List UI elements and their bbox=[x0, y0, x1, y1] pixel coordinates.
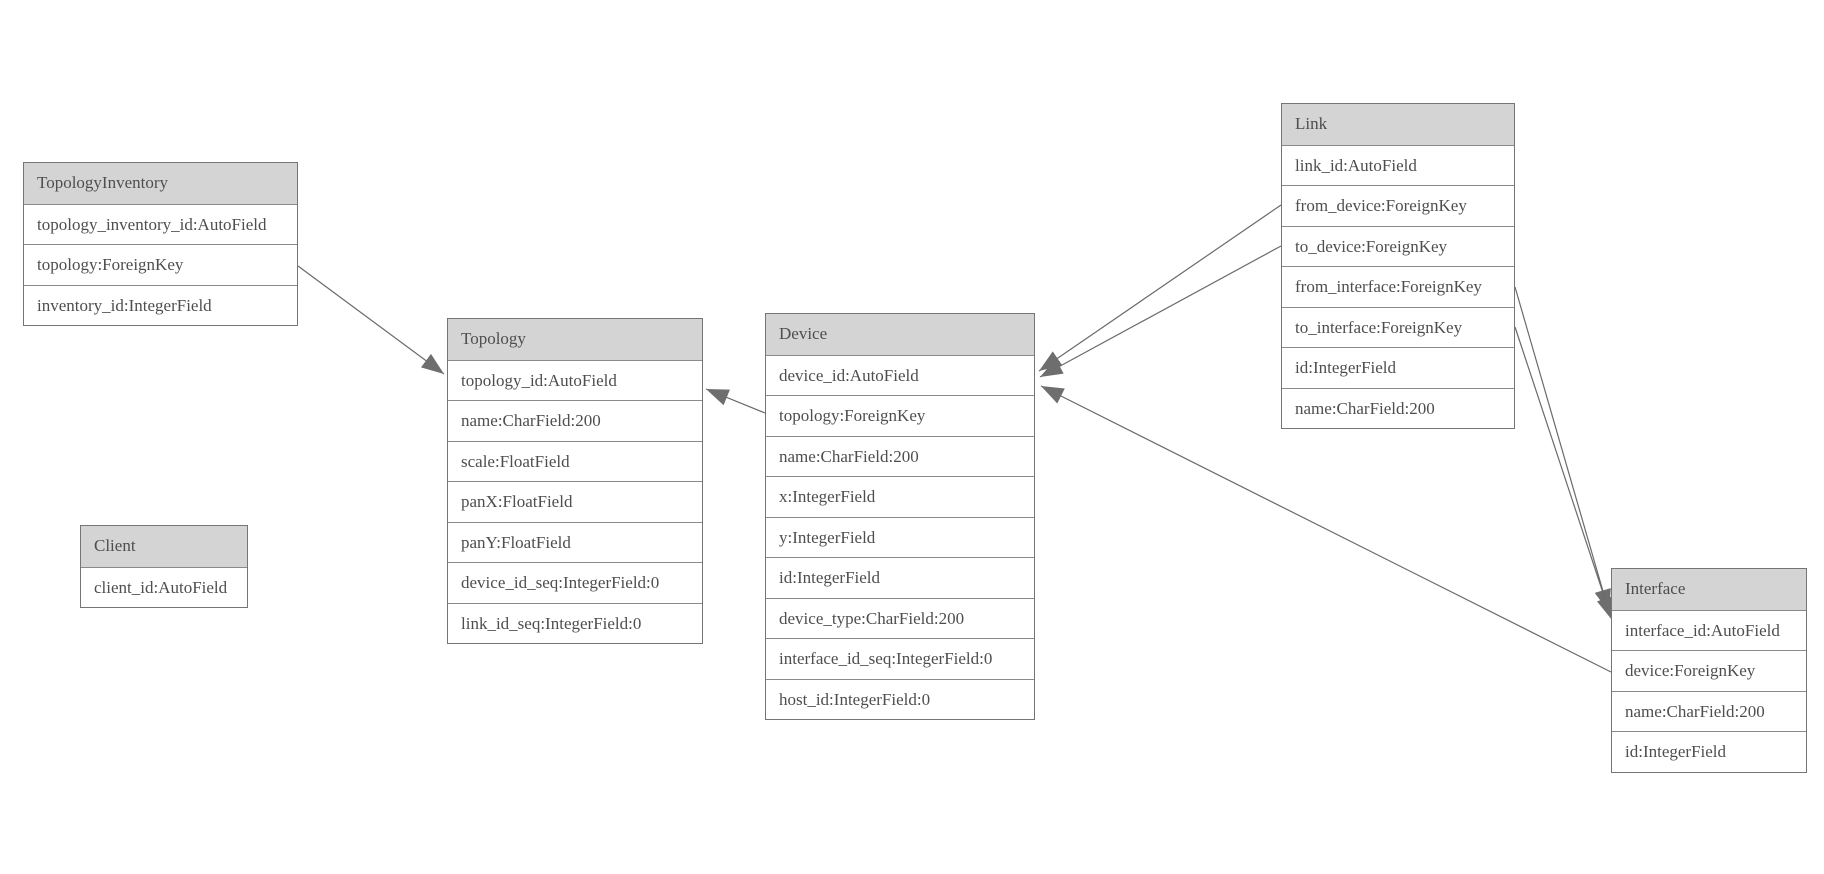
field-row: panY:FloatField bbox=[448, 521, 702, 562]
field-row: to_interface:ForeignKey bbox=[1282, 306, 1514, 347]
entity-device-title: Device bbox=[766, 314, 1034, 355]
field-row: client_id:AutoField bbox=[81, 566, 247, 607]
field-row: topology:ForeignKey bbox=[24, 244, 297, 285]
field-row: id:IntegerField bbox=[766, 557, 1034, 598]
field-row: panX:FloatField bbox=[448, 481, 702, 522]
field-row: device_id:AutoField bbox=[766, 354, 1034, 395]
edge-link-todevice-device bbox=[1039, 245, 1282, 378]
entity-client: Client client_id:AutoField bbox=[80, 525, 248, 608]
edge-interface-device bbox=[1040, 385, 1612, 673]
field-row: to_device:ForeignKey bbox=[1282, 225, 1514, 266]
edge-link-tointerface-interface bbox=[1514, 326, 1613, 621]
edge-topologyinventory-topology bbox=[297, 265, 445, 375]
entity-interface-title: Interface bbox=[1612, 569, 1806, 610]
field-row: id:IntegerField bbox=[1612, 731, 1806, 772]
entity-device: Device device_id:AutoField topology:Fore… bbox=[765, 313, 1035, 720]
field-row: x:IntegerField bbox=[766, 476, 1034, 517]
field-row: topology_id:AutoField bbox=[448, 359, 702, 400]
field-row: topology:ForeignKey bbox=[766, 395, 1034, 436]
field-row: name:CharField:200 bbox=[1282, 387, 1514, 428]
field-row: name:CharField:200 bbox=[448, 400, 702, 441]
field-row: device:ForeignKey bbox=[1612, 650, 1806, 691]
entity-topology-inventory: TopologyInventory topology_inventory_id:… bbox=[23, 162, 298, 326]
entity-interface: Interface interface_id:AutoField device:… bbox=[1611, 568, 1807, 773]
field-row: device_id_seq:IntegerField:0 bbox=[448, 562, 702, 603]
entity-topology: Topology topology_id:AutoField name:Char… bbox=[447, 318, 703, 644]
field-row: host_id:IntegerField:0 bbox=[766, 678, 1034, 719]
entity-client-title: Client bbox=[81, 526, 247, 567]
entity-topology-title: Topology bbox=[448, 319, 702, 360]
field-row: y:IntegerField bbox=[766, 516, 1034, 557]
field-row: topology_inventory_id:AutoField bbox=[24, 203, 297, 244]
field-row: scale:FloatField bbox=[448, 440, 702, 481]
field-row: link_id:AutoField bbox=[1282, 144, 1514, 185]
field-row: interface_id_seq:IntegerField:0 bbox=[766, 638, 1034, 679]
entity-link-title: Link bbox=[1282, 104, 1514, 145]
field-row: from_interface:ForeignKey bbox=[1282, 266, 1514, 307]
edge-device-topology bbox=[705, 388, 766, 414]
field-row: inventory_id:IntegerField bbox=[24, 284, 297, 325]
edge-link-fromdevice-device bbox=[1038, 204, 1282, 372]
field-row: device_type:CharField:200 bbox=[766, 597, 1034, 638]
field-row: id:IntegerField bbox=[1282, 347, 1514, 388]
field-row: name:CharField:200 bbox=[766, 435, 1034, 476]
field-row: interface_id:AutoField bbox=[1612, 609, 1806, 650]
entity-link: Link link_id:AutoField from_device:Forei… bbox=[1281, 103, 1515, 429]
field-row: name:CharField:200 bbox=[1612, 690, 1806, 731]
edge-link-frominterface-interface bbox=[1514, 286, 1611, 613]
entity-topology-inventory-title: TopologyInventory bbox=[24, 163, 297, 204]
field-row: from_device:ForeignKey bbox=[1282, 185, 1514, 226]
field-row: link_id_seq:IntegerField:0 bbox=[448, 602, 702, 643]
